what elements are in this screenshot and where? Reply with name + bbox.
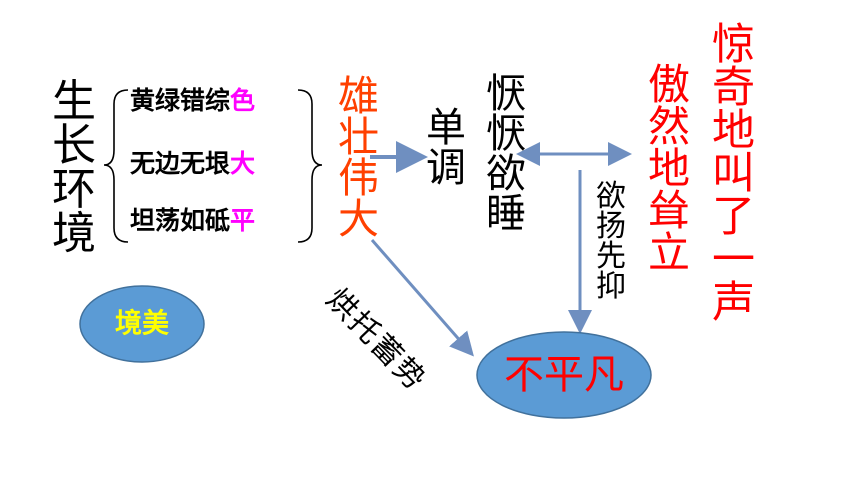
grand-text-char-1: 壮	[338, 113, 379, 161]
proud-text-char-0: 傲	[648, 60, 691, 109]
arrow-grand-to-bupingfan	[370, 239, 474, 357]
row-color-suffix: 色	[230, 86, 256, 115]
contrast-text-char-2: 先	[596, 239, 626, 274]
sleepy-text: 恹恹欲睡	[486, 74, 526, 234]
grand-text: 雄壮伟大	[338, 76, 379, 240]
left-column-text-char-2: 环	[52, 164, 96, 215]
row-flat-prefix: 坦荡如砥	[130, 206, 231, 235]
row-size: 无边无垠大	[130, 151, 255, 176]
left-brace	[103, 89, 129, 243]
left-column-text-char-3: 境	[52, 208, 96, 259]
monotone-text-char-0: 单	[426, 105, 466, 151]
bupingfan-label: 不平凡	[504, 352, 624, 398]
left-column-text-char-0: 生	[52, 76, 96, 127]
proud-text-char-3: 耸	[648, 186, 691, 235]
contrast-text-char-1: 扬	[596, 209, 626, 244]
ellipse-jingmei	[79, 285, 205, 363]
contrast-text-char-3: 抑	[596, 269, 626, 304]
row-size-prefix: 无边无垠	[130, 149, 231, 178]
surprise-text: 惊奇地叫了一声	[712, 24, 755, 325]
surprise-text-char-3: 叫	[712, 149, 755, 199]
row-flat-suffix: 平	[230, 206, 256, 235]
surprise-text-char-4: 了	[712, 192, 755, 242]
right-brace	[297, 89, 323, 243]
surprise-text-char-1: 奇	[712, 63, 755, 113]
sleepy-text-char-0: 恹	[486, 71, 526, 117]
surprise-text-char-0: 惊	[712, 20, 755, 70]
row-color: 黄绿错综色	[130, 88, 255, 113]
proud-text-char-4: 立	[648, 228, 691, 277]
surprise-text-char-5: 一	[712, 235, 755, 285]
row-flat: 坦荡如砥平	[130, 208, 255, 233]
grand-text-char-3: 大	[338, 195, 379, 243]
proud-text: 傲然地耸立	[648, 64, 690, 274]
sleepy-text-char-3: 睡	[486, 191, 526, 237]
left-column-text-char-1: 长	[52, 120, 96, 171]
left-column-text: 生长环境	[52, 80, 96, 256]
surprise-text-char-6: 声	[712, 278, 755, 328]
monotone-text: 单调	[426, 108, 466, 188]
grand-text-char-0: 雄	[338, 72, 379, 120]
surprise-text-char-2: 地	[712, 106, 755, 156]
contrast-text: 欲扬先抑	[596, 182, 626, 302]
ellipse-bupingfan	[476, 331, 652, 419]
proud-text-char-2: 地	[648, 144, 691, 193]
row-color-prefix: 黄绿错综	[130, 86, 231, 115]
proud-text-char-1: 然	[648, 102, 691, 151]
monotone-text-char-1: 调	[426, 145, 466, 191]
contrast-text-char-0: 欲	[596, 179, 626, 214]
sleepy-text-char-1: 恹	[486, 111, 526, 157]
grand-text-char-2: 伟	[338, 154, 379, 202]
sleepy-text-char-2: 欲	[486, 151, 526, 197]
jingmei-label: 境美	[115, 308, 169, 340]
row-size-suffix: 大	[230, 149, 256, 178]
